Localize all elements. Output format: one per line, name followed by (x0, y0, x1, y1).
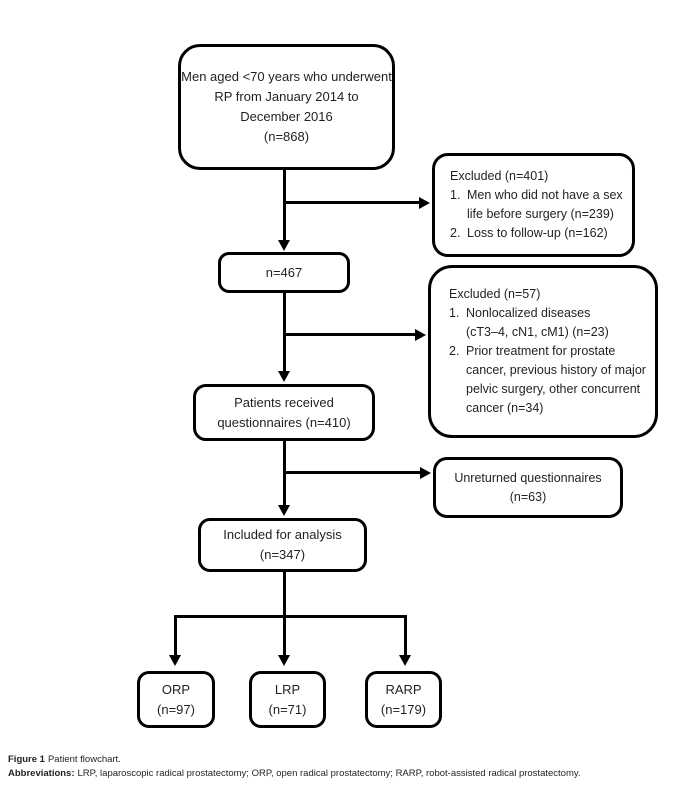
node-text-line: (n=63) (509, 489, 547, 504)
connector-vertical (283, 170, 286, 242)
text-line: (cT3–4, cN1, cM1) (n=23) (466, 325, 609, 339)
list-item-text: Prior treatment for prostate cancer, pre… (466, 342, 646, 418)
node-text-line: (n=347) (259, 547, 306, 562)
node-text-line: (n=71) (268, 701, 307, 717)
connector-horizontal (283, 471, 420, 474)
connector-horizontal (283, 333, 415, 336)
flow-node-lrp: LRP (n=71) (249, 671, 326, 728)
figure-label: Figure 1 (8, 754, 45, 765)
node-text-line: ORP (161, 681, 191, 697)
node-text-line: questionnaires (n=410) (217, 414, 351, 430)
abbreviations-text: LRP, laparoscopic radical prostatectomy;… (77, 767, 581, 779)
list-item-number: 1. (449, 306, 460, 320)
list-item-number: 2. (449, 344, 460, 358)
arrowhead-down-icon (278, 240, 290, 251)
node-text-line: (n=97) (157, 701, 195, 717)
list-item-text: Men who did not have a sex life before s… (467, 186, 623, 224)
flow-node-rarp: RARP (n=179) (365, 671, 442, 728)
arrowhead-down-icon (278, 655, 290, 666)
text-line: cancer (n=34) (466, 401, 544, 415)
list-item: 2. Prior treatment for prostate cancer, … (449, 342, 646, 418)
connector-vertical (404, 615, 407, 656)
list-item-text: Loss to follow-up (n=162) (467, 224, 608, 243)
list-item: 2. Loss to follow-up (n=162) (450, 224, 608, 243)
node-text-line: Included for analysis (223, 527, 342, 542)
abbreviations-line: Abbreviations:LRP, laparoscopic radical … (8, 767, 668, 781)
list-item: 1. Men who did not have a sex life befor… (450, 186, 623, 224)
flow-node-received-questionnaires: Patients received questionnaires (n=410) (193, 384, 375, 441)
arrowhead-down-icon (278, 371, 290, 382)
node-text-line: (n=868) (263, 129, 310, 144)
node-text-line: LRP (274, 681, 301, 697)
text-line: life before surgery (n=239) (467, 207, 614, 221)
arrowhead-right-icon (415, 329, 426, 341)
node-text-line: Men aged <70 years who underwent (181, 69, 392, 84)
list-item-number: 1. (450, 188, 461, 202)
node-title: Excluded (n=57) (449, 287, 541, 301)
arrowhead-down-icon (278, 505, 290, 516)
text-line: Men who did not have a sex (467, 188, 623, 202)
flow-node-included-for-analysis: Included for analysis (n=347) (198, 518, 367, 572)
node-text-line: Unreturned questionnaires (454, 470, 602, 485)
flow-node-n467: n=467 (218, 252, 350, 293)
connector-horizontal (174, 615, 407, 618)
flow-node-population: Men aged <70 years who underwent RP from… (178, 44, 395, 170)
flow-node-excluded-1: Excluded (n=401) 1. Men who did not have… (432, 153, 635, 257)
node-text-line: Patients received (234, 394, 334, 410)
node-title: Excluded (n=401) (450, 169, 549, 183)
connector-horizontal (283, 201, 419, 204)
list-item: 1. Nonlocalized diseases (cT3–4, cN1, cM… (449, 304, 609, 342)
connector-vertical (174, 615, 177, 656)
list-item-text: Nonlocalized diseases (cT3–4, cN1, cM1) … (466, 304, 609, 342)
arrowhead-right-icon (419, 197, 430, 209)
connector-vertical (283, 441, 286, 507)
node-text-line: n=467 (265, 265, 303, 280)
flow-node-orp: ORP (n=97) (137, 671, 215, 728)
node-text-line: RP from January 2014 to (214, 89, 359, 104)
text-line: pelvic surgery, other concurrent (466, 382, 641, 396)
list-item-number: 2. (450, 226, 461, 240)
text-line: cancer, previous history of major (466, 363, 646, 377)
connector-vertical (283, 572, 286, 656)
flow-node-excluded-2: Excluded (n=57) 1. Nonlocalized diseases… (428, 265, 658, 438)
abbreviations-label: Abbreviations: (8, 767, 75, 779)
arrowhead-right-icon (420, 467, 431, 479)
text-line: Loss to follow-up (n=162) (467, 226, 608, 240)
arrowhead-down-icon (399, 655, 411, 666)
figure-title: Patient flowchart. (47, 754, 121, 765)
node-text-line: RARP (385, 681, 422, 697)
text-line: Prior treatment for prostate (466, 344, 616, 358)
node-text-line: (n=179) (380, 701, 427, 717)
node-text-line: December 2016 (240, 109, 333, 124)
flow-node-unreturned-questionnaires: Unreturned questionnaires (n=63) (433, 457, 623, 518)
arrowhead-down-icon (169, 655, 181, 666)
text-line: Nonlocalized diseases (466, 306, 591, 320)
